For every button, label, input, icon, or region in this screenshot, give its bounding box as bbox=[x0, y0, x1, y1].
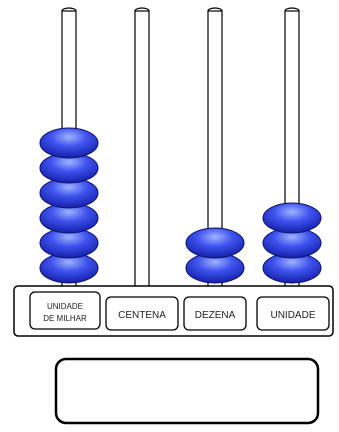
label-box-unidade: UNIDADE bbox=[256, 296, 330, 331]
bead-dezena[interactable] bbox=[185, 227, 245, 259]
beads-group bbox=[39, 127, 322, 284]
rod-centena bbox=[134, 7, 150, 295]
answer-box[interactable] bbox=[54, 357, 320, 425]
label-unidade-de-milhar-line1: UNIDADE bbox=[47, 302, 83, 311]
label-box-unidade-de-milhar: UNIDADE DE MILHAR bbox=[29, 291, 101, 330]
bead-unidade-de-milhar[interactable] bbox=[39, 127, 99, 159]
abacus-base: UNIDADE DE MILHAR CENTENA DEZENA UNIDADE bbox=[13, 285, 334, 337]
label-unidade: UNIDADE bbox=[270, 310, 315, 321]
label-box-centena: CENTENA bbox=[105, 296, 179, 331]
bead-unidade[interactable] bbox=[262, 202, 322, 234]
label-dezena: DEZENA bbox=[195, 310, 236, 321]
label-box-dezena: DEZENA bbox=[183, 296, 247, 331]
rods-group bbox=[61, 7, 300, 295]
label-unidade-de-milhar-line2: DE MILHAR bbox=[43, 314, 87, 323]
label-centena: CENTENA bbox=[118, 310, 166, 321]
